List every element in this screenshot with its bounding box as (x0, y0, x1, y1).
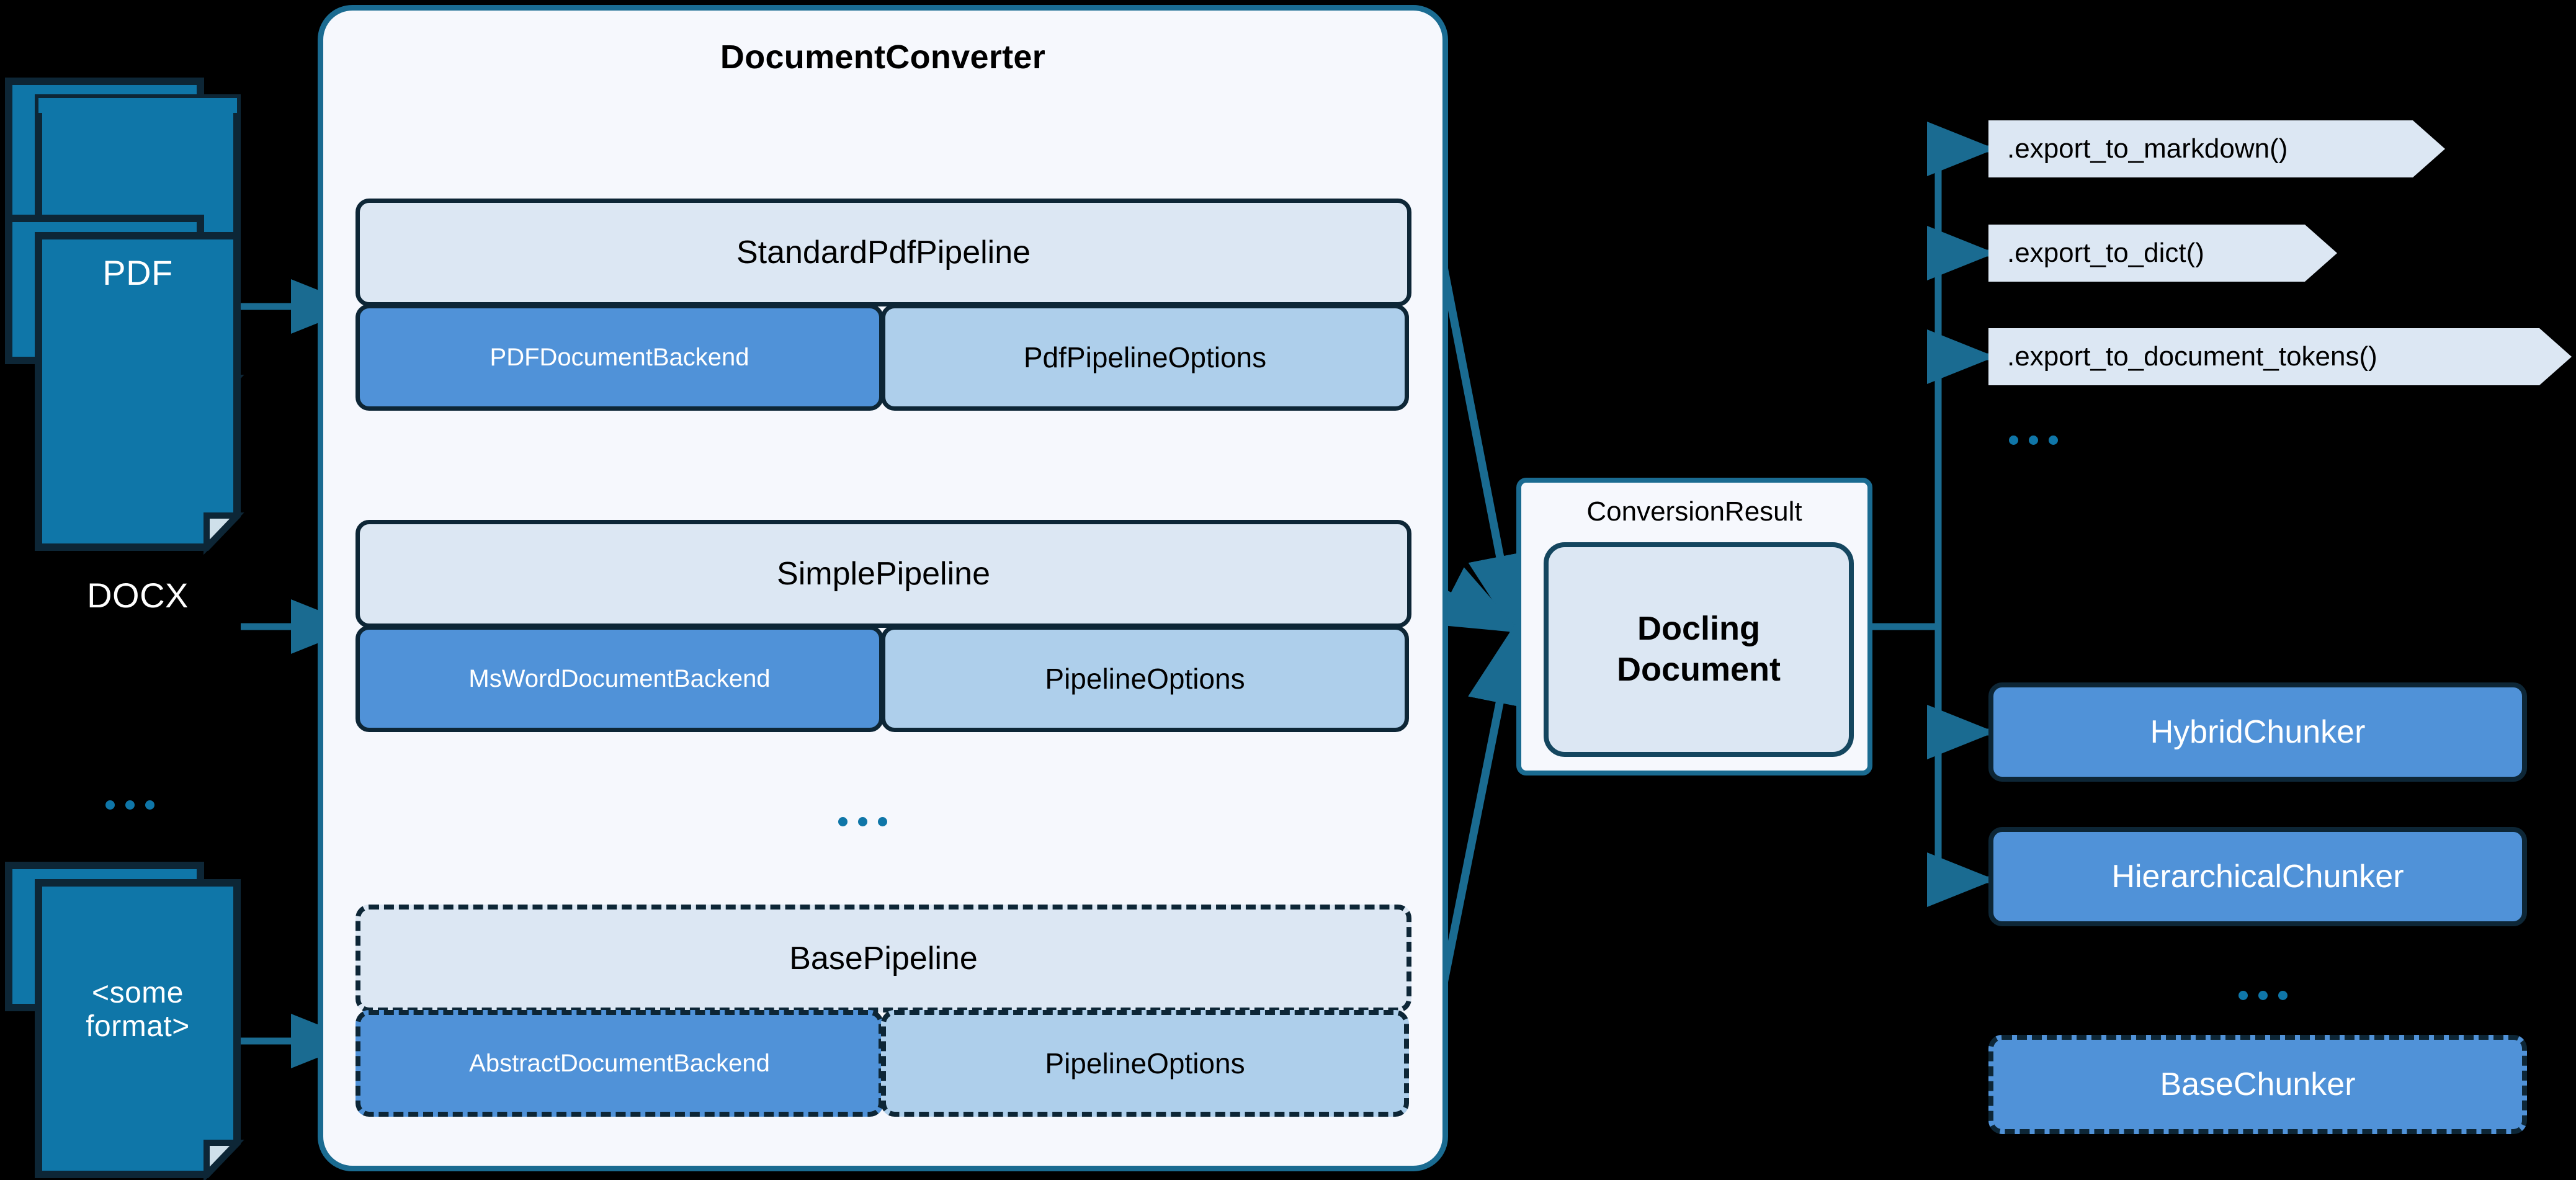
pipeline-simplepipeline[interactable]: SimplePipeline (356, 520, 1411, 628)
doc-label-pdf: PDF (38, 236, 237, 310)
source-doc-docx (5, 215, 244, 555)
doc-label-some-format-text: <some format> (86, 977, 190, 1043)
docling-document-box[interactable]: Docling Document (1544, 542, 1854, 757)
export-to-dict-label: .export_to_dict() (2007, 238, 2204, 268)
chunkers-ellipsis (2238, 991, 2288, 1000)
conversion-result-box: ConversionResult Docling Document (1516, 478, 1872, 775)
document-converter-title: DocumentConverter (720, 38, 1046, 76)
export-to-document-tokens-label: .export_to_document_tokens() (2007, 341, 2377, 372)
options-pipelineoptions[interactable]: PipelineOptions (881, 625, 1409, 732)
pipeline-basepipeline[interactable]: BasePipeline (356, 905, 1411, 1012)
chunker-hybrid[interactable]: HybridChunker (1988, 682, 2527, 782)
conversion-result-title: ConversionResult (1586, 496, 1802, 527)
exports-ellipsis (2009, 436, 2058, 445)
export-to-markdown-label: .export_to_markdown() (2007, 133, 2288, 164)
dot (2258, 991, 2268, 1000)
doc-label-docx-text: DOCX (87, 575, 189, 615)
pipeline-standardpdf[interactable]: StandardPdfPipeline (356, 199, 1411, 306)
export-to-document-tokens-chip[interactable]: .export_to_document_tokens() (1988, 328, 2572, 385)
backend-abstractdocumentbackend[interactable]: AbstractDocumentBackend (356, 1010, 883, 1117)
doc-label-pdf-text: PDF (102, 253, 173, 292)
dot (2009, 436, 2018, 445)
source-doc-some-format (5, 862, 244, 1180)
export-to-dict-chip[interactable]: .export_to_dict() (1988, 225, 2337, 282)
inputs-ellipsis (105, 800, 154, 810)
doc-label-some-format: <some format> (38, 960, 237, 1060)
options-pdfpipelineoptions[interactable]: PdfPipelineOptions (881, 304, 1409, 411)
dot (838, 817, 847, 826)
doc-label-docx: DOCX (38, 558, 237, 633)
dot (2049, 436, 2058, 445)
document-converter-panel: DocumentConverter StandardPdfPipeline PD… (318, 5, 1448, 1171)
chunker-hierarchical-label: HierarchicalChunker (2111, 859, 2404, 895)
pipeline-group-base: BasePipeline AbstractDocumentBackend Pip… (356, 905, 1411, 1117)
backend-pdfdocumentbackend[interactable]: PDFDocumentBackend (356, 304, 883, 411)
chunker-base[interactable]: BaseChunker (1988, 1035, 2527, 1134)
options-pipelineoptions-base[interactable]: PipelineOptions (881, 1010, 1409, 1117)
dot (878, 817, 887, 826)
docling-document-line1: Docling (1637, 610, 1760, 648)
dot (2278, 991, 2288, 1000)
dot (125, 800, 135, 810)
dot (858, 817, 867, 826)
chunker-hybrid-label: HybridChunker (2150, 714, 2366, 750)
chunker-base-label: BaseChunker (2160, 1066, 2356, 1102)
dot (2238, 991, 2248, 1000)
converter-ellipsis (838, 817, 887, 826)
pipeline-group-simple: SimplePipeline MsWordDocumentBackend Pip… (356, 520, 1411, 732)
backend-msworddocumentbackend[interactable]: MsWordDocumentBackend (356, 625, 883, 732)
dot (2029, 436, 2038, 445)
chunker-hierarchical[interactable]: HierarchicalChunker (1988, 827, 2527, 926)
pipeline-group-standardpdf: StandardPdfPipeline PDFDocumentBackend P… (356, 199, 1411, 411)
export-to-markdown-chip[interactable]: .export_to_markdown() (1988, 120, 2445, 177)
dot (105, 800, 115, 810)
docling-document-line2: Document (1616, 651, 1781, 688)
dot (145, 800, 154, 810)
